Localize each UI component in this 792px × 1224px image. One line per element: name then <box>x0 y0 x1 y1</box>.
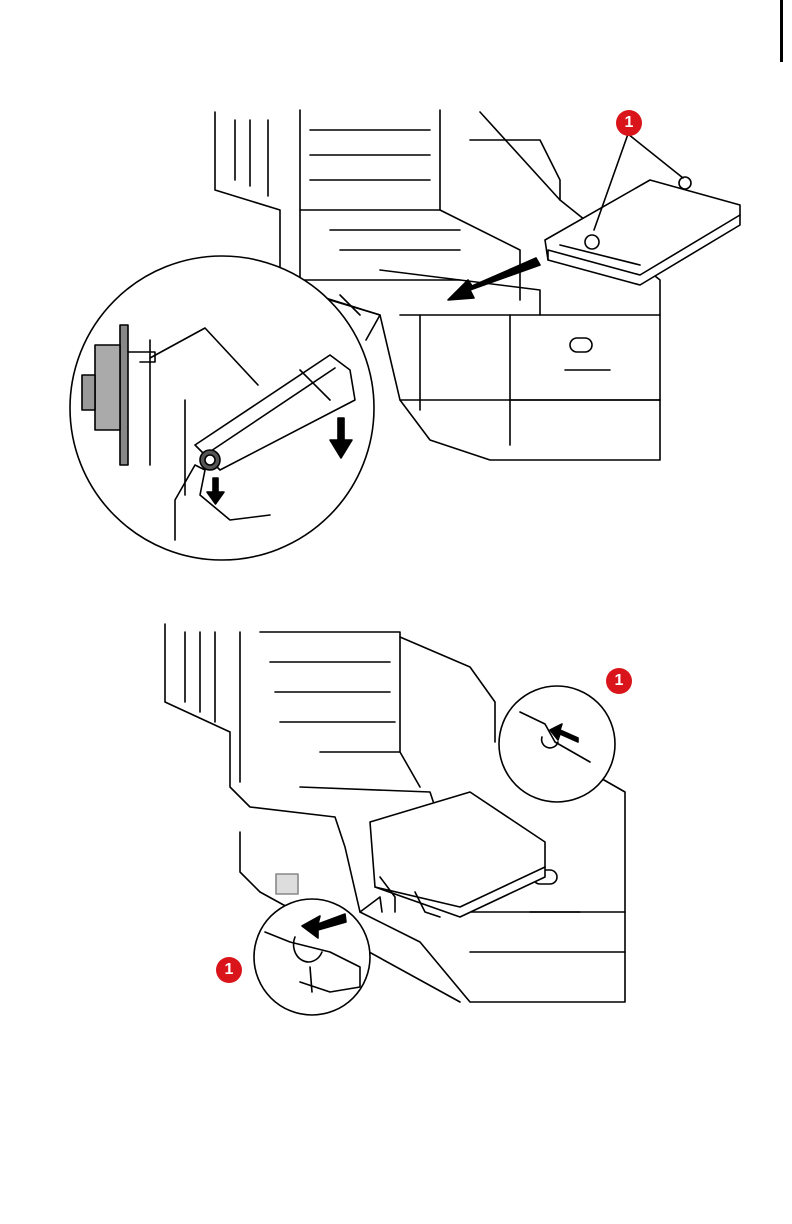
printer-body <box>165 624 625 1002</box>
belt-installation-figure: 1 1 <box>0 612 792 1032</box>
detail-magnifier-upper <box>499 686 615 802</box>
page-edge-marker <box>780 0 783 62</box>
belt-unit <box>545 177 740 285</box>
callout-marker-1-lower: 1 <box>216 957 242 983</box>
callout-marker-1-upper: 1 <box>606 668 632 694</box>
callout-leader-line <box>628 134 683 178</box>
callout-marker-1: 1 <box>616 110 642 136</box>
detail-magnifier <box>70 256 380 560</box>
install-direction-arrow-icon <box>448 258 540 300</box>
belt-removal-illustration <box>0 100 792 580</box>
belt-removal-figure: 1 <box>0 100 792 580</box>
detail-magnifier-lower <box>254 897 382 1015</box>
belt-unit <box>370 792 545 917</box>
belt-installation-illustration <box>0 612 792 1032</box>
